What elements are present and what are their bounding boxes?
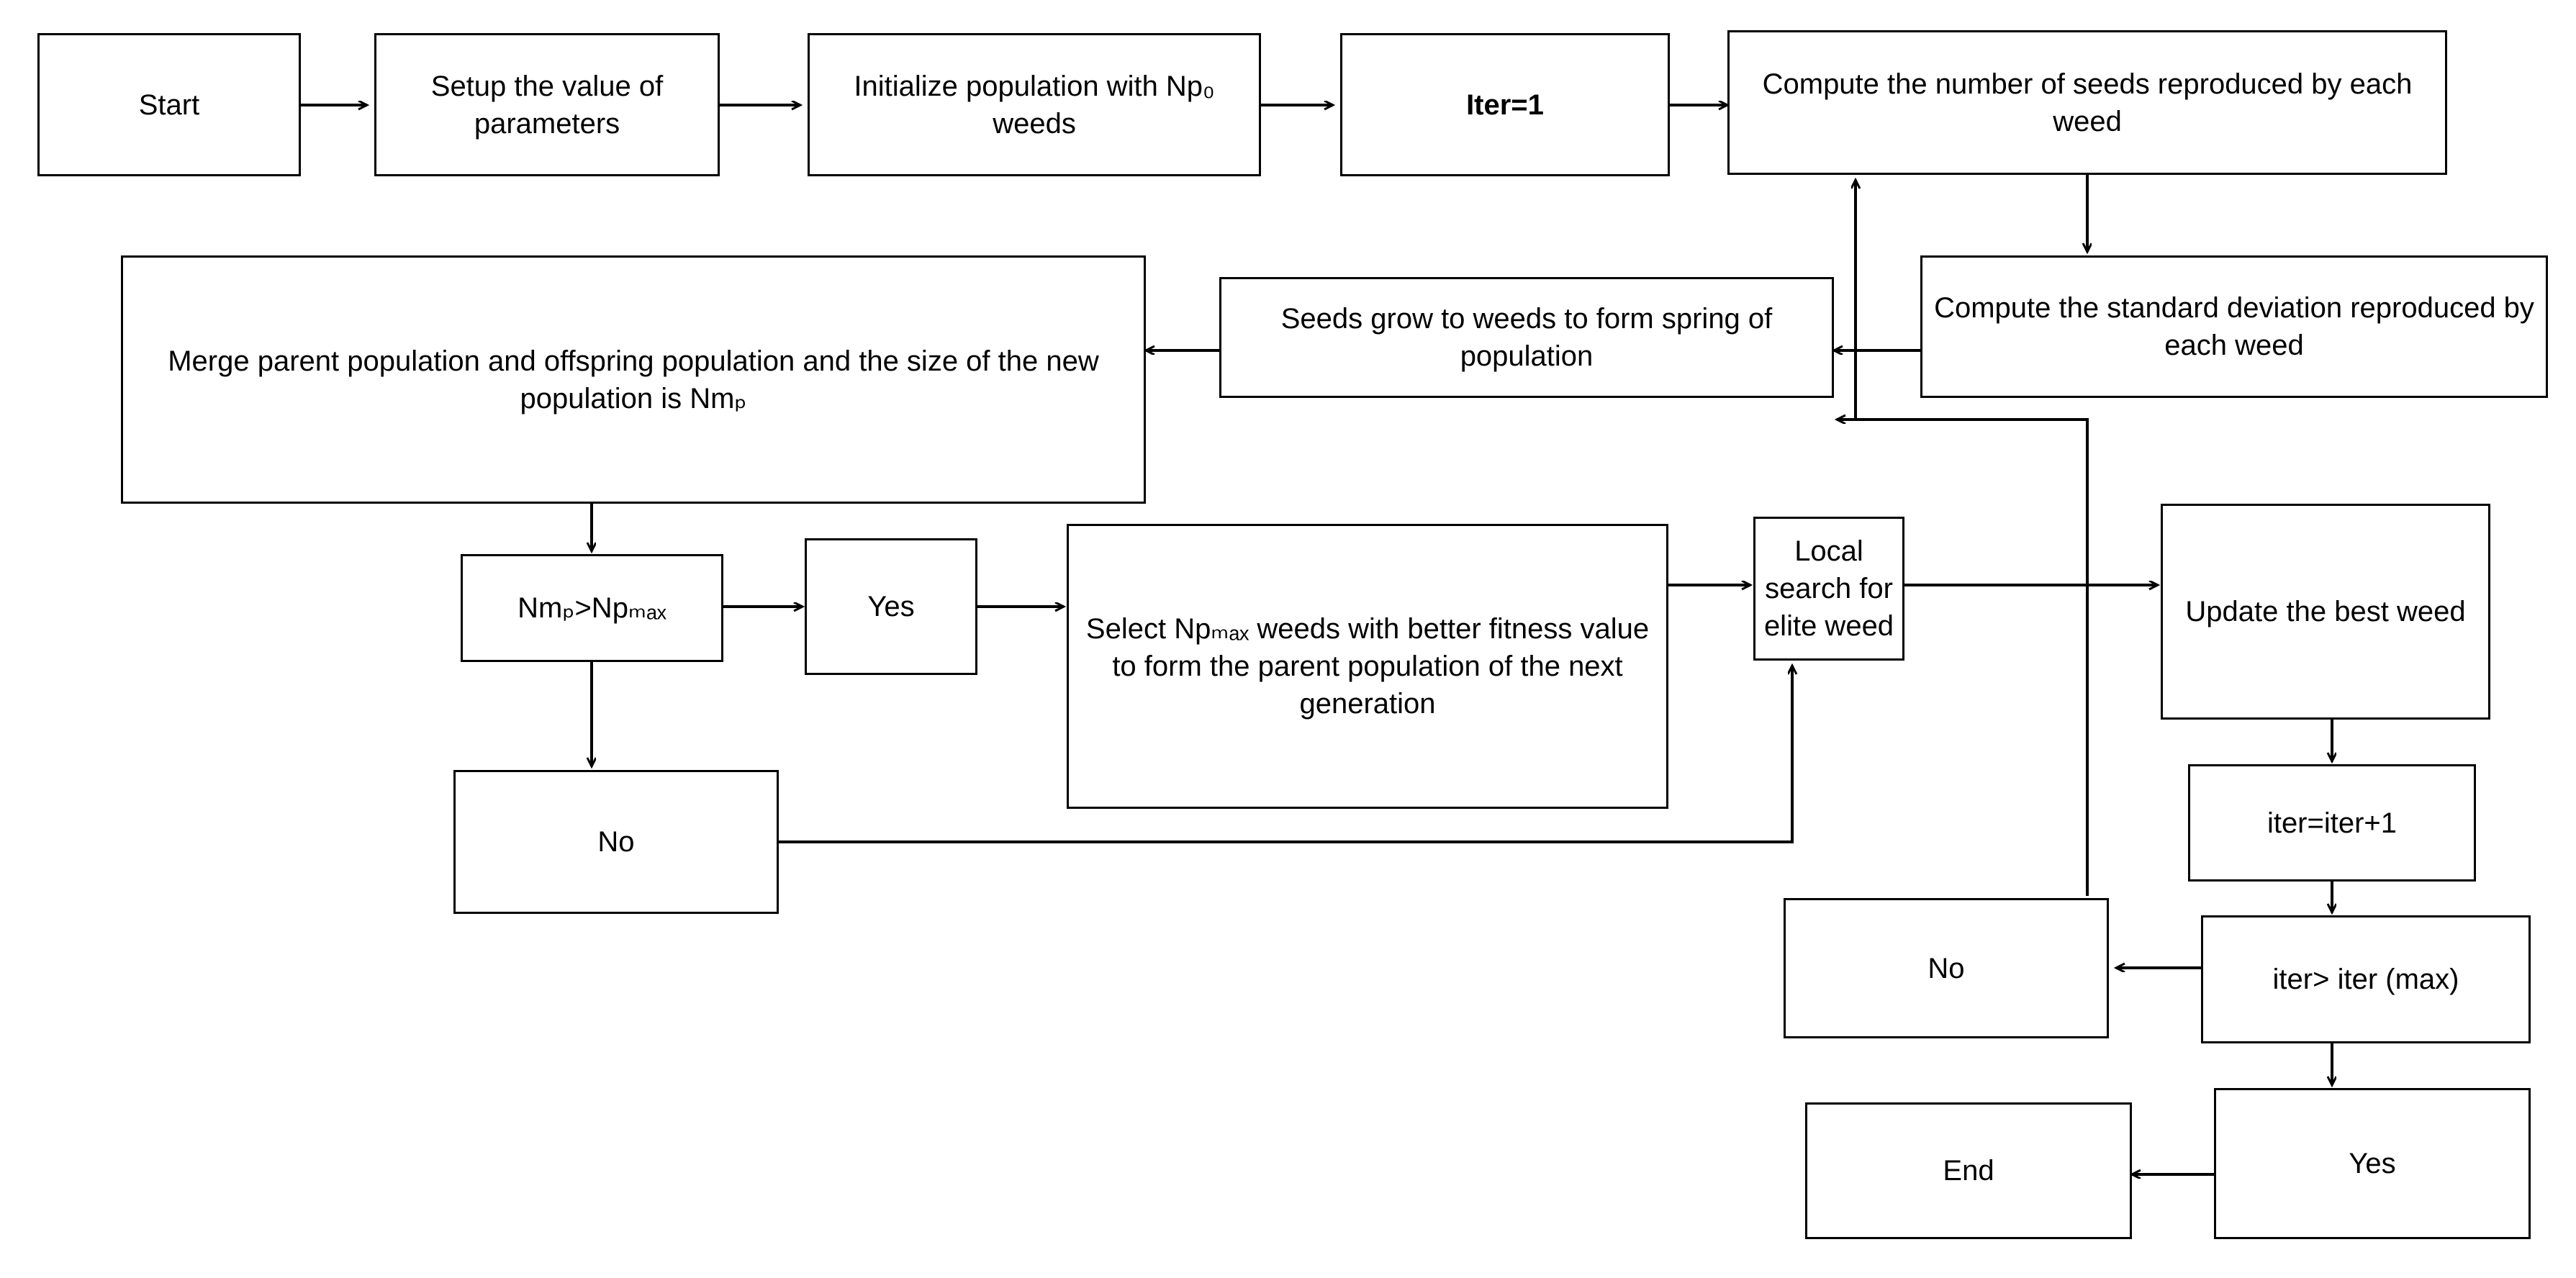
node-setup-label: Setup the value of parameters	[430, 70, 664, 140]
node-decision-iteration-limit-label: iter> iter (max)	[2272, 964, 2459, 995]
node-no-branch-1[interactable]: No	[453, 770, 779, 914]
node-no-branch-1-label: No	[597, 826, 635, 858]
node-compute-stddev-label: Compute the standard deviation reproduce…	[1934, 292, 2534, 361]
node-yes-branch-1[interactable]: Yes	[805, 538, 977, 675]
node-iter-increment-label: iter=iter+1	[2267, 807, 2398, 839]
node-iter-1-label: Iter=1	[1466, 89, 1544, 121]
node-end[interactable]: End	[1805, 1102, 2132, 1239]
node-yes-branch-2[interactable]: Yes	[2214, 1088, 2531, 1239]
node-local-search-label: Local search for elite weed	[1763, 535, 1894, 642]
node-iter-1[interactable]: Iter=1	[1340, 33, 1670, 176]
node-compute-stddev[interactable]: Compute the standard deviation reproduce…	[1920, 255, 2548, 398]
node-decision-population-size-label: Nmₚ>Npₘₐₓ	[518, 592, 666, 624]
node-select-weeds[interactable]: Select Npₘₐₓ weeds with better fitness v…	[1067, 524, 1668, 809]
node-initialize[interactable]: Initialize population with Np₀ weeds	[808, 33, 1261, 176]
node-decision-iteration-limit[interactable]: iter> iter (max)	[2201, 915, 2531, 1043]
node-update-best-weed-label: Update the best weed	[2185, 596, 2466, 627]
node-seeds-grow[interactable]: Seeds grow to weeds to form spring of po…	[1219, 277, 1834, 398]
node-iter-increment[interactable]: iter=iter+1	[2188, 764, 2476, 882]
node-yes-branch-2-label: Yes	[2349, 1148, 2396, 1179]
node-no-branch-2[interactable]: No	[1784, 898, 2109, 1038]
node-decision-population-size[interactable]: Nmₚ>Npₘₐₓ	[461, 554, 723, 662]
node-end-label: End	[1943, 1155, 1994, 1187]
node-compute-seeds[interactable]: Compute the number of seeds reproduced b…	[1727, 30, 2447, 175]
node-merge-population-label: Merge parent population and offspring po…	[168, 345, 1099, 414]
node-setup[interactable]: Setup the value of parameters	[374, 33, 720, 176]
node-merge-population[interactable]: Merge parent population and offspring po…	[121, 255, 1146, 504]
node-seeds-grow-label: Seeds grow to weeds to form spring of po…	[1280, 303, 1773, 372]
node-start-label: Start	[138, 89, 200, 121]
node-local-search[interactable]: Local search for elite weed	[1753, 517, 1904, 661]
node-update-best-weed[interactable]: Update the best weed	[2161, 504, 2490, 720]
node-no-branch-2-label: No	[1928, 952, 1965, 984]
node-start[interactable]: Start	[37, 33, 301, 176]
node-initialize-label: Initialize population with Np₀ weeds	[854, 70, 1215, 140]
node-yes-branch-1-label: Yes	[867, 591, 915, 622]
node-compute-seeds-label: Compute the number of seeds reproduced b…	[1762, 68, 2413, 137]
node-select-weeds-label: Select Npₘₐₓ weeds with better fitness v…	[1085, 613, 1650, 720]
